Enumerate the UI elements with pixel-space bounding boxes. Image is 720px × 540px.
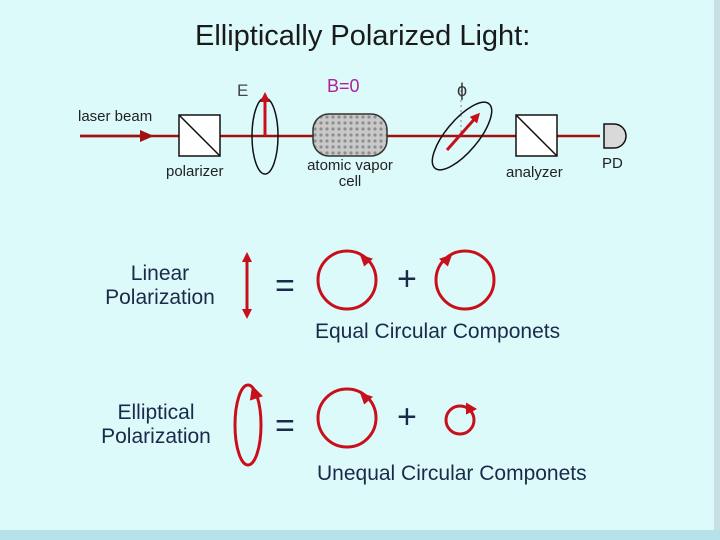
linear-circle-right-arrowhead [439,254,453,267]
atomic-vapor-cell-label: atomic vapor cell [292,158,408,190]
linear-plus-sign: + [397,260,417,298]
polarizer-label: polarizer [166,163,224,180]
cell-label-line2: cell [338,173,362,190]
elliptical-polarization-label: Elliptical Polarization [88,401,224,449]
linear-circle-right [434,249,496,311]
elliptical-polarization-ellipse [431,101,493,171]
analyzer-label: analyzer [506,164,563,181]
laser-beam-label: laser beam [78,108,153,125]
elliptical-circle-large [316,387,378,449]
elliptical-ellipse-shape [233,383,263,467]
linear-polarization-label: Linear Polarization [92,262,228,310]
photodetector-icon [603,123,627,149]
linear-circle-left-arrowhead [359,254,373,267]
slide-title: Elliptically Polarized Light: [195,20,531,52]
elliptical-equals-sign: = [275,407,295,445]
elliptical-label-line1: Elliptical [117,401,195,424]
elliptical-circle-small-arrowhead [465,402,478,415]
cell-label-line1: atomic vapor [307,157,393,174]
linear-equals-sign: = [275,267,295,305]
linear-label-line1: Linear [130,262,190,285]
photodetector-label: PD [602,155,623,172]
equal-components-caption: Equal Circular Componets [315,320,561,343]
elliptical-plus-sign: + [397,398,417,436]
magnetic-field-label: B=0 [327,76,360,96]
elliptical-circle-small [444,404,476,436]
atomic-vapor-cell [312,113,388,157]
e-field-label: E [237,81,248,100]
phi-label: ϕ [457,80,467,100]
linear-label-line2: Polarization [105,286,215,309]
analyzer-cube [515,114,558,157]
slide-right-border [714,0,720,540]
linear-circle-left [316,249,378,311]
elliptical-label-line2: Polarization [101,425,211,448]
elliptical-circle-large-arrowhead [359,392,373,405]
elliptical-ellipse-arrowhead [249,385,263,401]
rotated-e-field-arrow [445,112,480,151]
unequal-components-caption: Unequal Circular Componets [317,462,587,485]
polarizer-cube [178,114,221,157]
slide-bottom-border [0,530,720,540]
